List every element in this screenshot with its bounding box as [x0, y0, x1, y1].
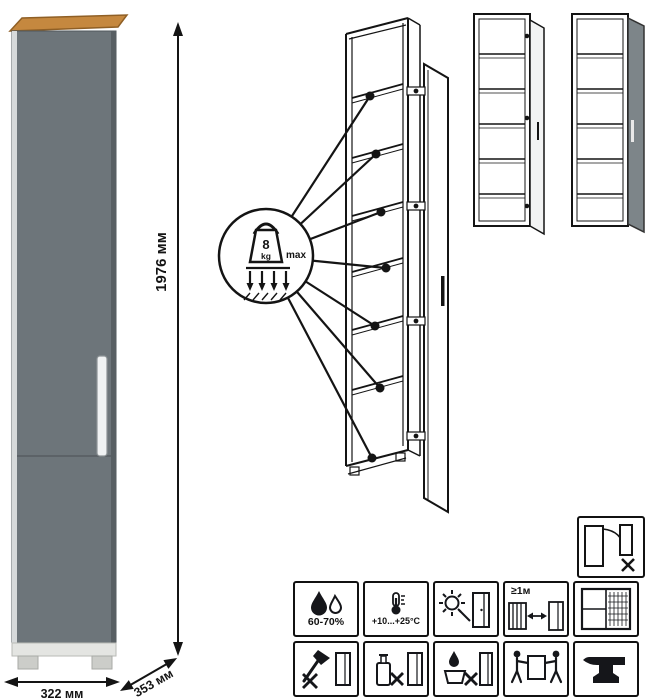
depth-dimension: 353 мм: [120, 658, 178, 700]
cabinet-left-edge: [12, 31, 17, 643]
carry-glyph: [510, 650, 563, 684]
carry-icon: [503, 641, 569, 697]
bottle-crossed-glyph: [376, 652, 423, 686]
load-max-label: max: [286, 250, 306, 261]
sunlight-icon: [433, 581, 499, 637]
hinges: [406, 86, 426, 441]
shelf-load-diagram: 8 kg max: [217, 17, 449, 514]
cabinet-top-wood: [8, 14, 129, 32]
sun-cabinet-glyph: [439, 590, 490, 628]
cabinet-front-panel: [11, 30, 117, 644]
heavy-duty-icon: [573, 641, 639, 697]
load-value-label: 8: [262, 237, 269, 252]
cabinet-right-edge: [111, 31, 116, 643]
weight-limit-icon: 8 kg max: [217, 207, 315, 305]
thermometer-glyph: [391, 592, 405, 615]
variant-right: [571, 13, 645, 234]
shelf-pointer-dots: [365, 91, 391, 463]
ventilation-icon: [573, 581, 639, 637]
heat-distance-icon: ≥1м: [503, 581, 569, 637]
care-icon-grid: 60-70% +10...+25°C: [293, 581, 639, 697]
width-dimension: 322 мм: [4, 677, 120, 700]
down-arrows: [246, 271, 290, 291]
cross-mark: [621, 558, 635, 572]
cabinet-leg: [91, 655, 113, 670]
cabinet-handle: [96, 355, 108, 457]
cabinet-render: 1976 мм 322 мм 353 мм: [4, 14, 183, 700]
width-label: 322 мм: [41, 687, 84, 700]
height-dimension: 1976 мм: [153, 22, 183, 656]
door-swing-glyph: [584, 524, 635, 572]
cabinet-plinth: [11, 642, 117, 657]
radiator-distance-glyph: [508, 600, 564, 631]
anvil-glyph: [583, 657, 625, 683]
height-label: 1976 мм: [153, 232, 170, 292]
cabinet-leg: [17, 655, 39, 670]
axe-crossed-glyph: [302, 650, 351, 689]
temperature-label: +10...+25°C: [371, 616, 421, 627]
window-grid-glyph: [580, 587, 632, 631]
open-cabinet-drawing: [345, 17, 449, 514]
water-drops-glyph: [311, 590, 343, 616]
humidity-label: 60-70%: [307, 615, 345, 628]
no-sharp-tools-icon: [293, 641, 359, 697]
no-solvents-icon: [363, 641, 429, 697]
wet-crossed-glyph: [443, 651, 493, 686]
no-wet-cleaning-icon: [433, 641, 499, 697]
load-unit-label: kg: [261, 251, 271, 261]
ground-hatch: [243, 292, 287, 301]
distance-label: ≥1м: [511, 585, 531, 597]
door-handle-glyph: [441, 276, 445, 306]
humidity-icon: 60-70%: [293, 581, 359, 637]
open-door: [423, 62, 449, 514]
door-adjustment-icon: [577, 516, 645, 578]
variant-left: [473, 13, 545, 236]
variant-views: [473, 13, 645, 236]
variant-right-door: [627, 16, 645, 234]
temperature-icon: +10...+25°C: [363, 581, 429, 637]
